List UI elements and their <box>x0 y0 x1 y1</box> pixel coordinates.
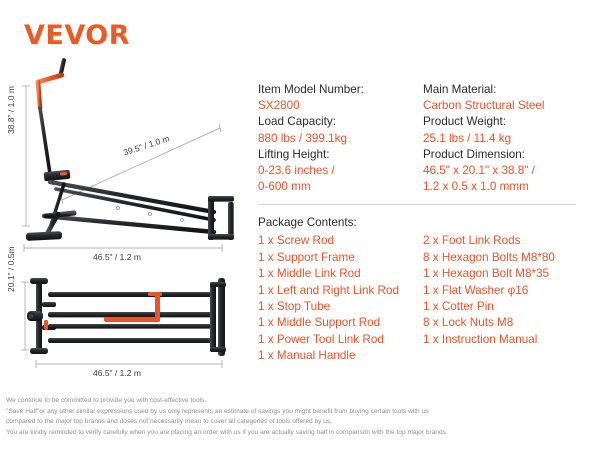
base-foot <box>25 182 77 241</box>
lift-frame <box>41 169 234 240</box>
section-divider <box>258 204 576 206</box>
package-contents-columns: 1 x Screw Rod 1 x Support Frame 1 x Midd… <box>258 233 594 364</box>
disclaimer-line: compared to the major top brands and dos… <box>6 418 333 426</box>
spec-value-lift-1: 0-23.6 inches / <box>258 164 335 178</box>
crank-handle <box>35 58 66 176</box>
spec-value-dimension-1: 46.5" x 20.1" x 38.8" / <box>423 164 535 178</box>
list-item: 1 x Power Tool Link Rod <box>258 332 384 346</box>
spec-label-dimension: Product Dimension: <box>423 147 525 161</box>
spec-value-load: 880 lbs / 399.1kg <box>258 131 348 145</box>
list-item: 1 x Manual Handle <box>258 349 356 363</box>
side-view-height-label: 38.8" / 1.0 m <box>6 86 16 134</box>
spec-label-weight: Product Weight: <box>423 115 506 129</box>
product-top-view: 20.1" / 0.5m 46.5" / 1.2 m <box>0 246 252 386</box>
list-item: 1 x Instruction Manual <box>423 332 538 346</box>
specification-panel: Item Model Number: SX2800 Load Capacity:… <box>258 82 594 365</box>
spec-column-left: Item Model Number: SX2800 Load Capacity:… <box>258 82 423 195</box>
spec-label-load: Load Capacity: <box>258 115 336 129</box>
top-view-right-bracket <box>210 278 226 356</box>
top-view-left-bracket <box>27 278 56 354</box>
product-side-view: 38.8" / 1.0 m 39.5" / 1.0 m 46.5" / 1.2 … <box>0 56 252 268</box>
vevor-logo: VEVOR <box>24 20 131 51</box>
spec-label-material: Main Material: <box>423 83 497 96</box>
product-diagrams: 38.8" / 1.0 m 39.5" / 1.0 m 46.5" / 1.2 … <box>0 56 252 386</box>
side-view-drawing <box>22 58 234 252</box>
list-item: 1 x Flat Washer φ16 <box>423 283 529 297</box>
top-view-height-label: 20.1" / 0.5m <box>6 246 16 292</box>
list-item: 2 x Foot Link Rods <box>423 234 521 248</box>
list-item: 1 x Hexagon Bolt M8*35 <box>423 267 550 281</box>
top-view-orange-link <box>104 292 162 322</box>
spec-label-model: Item Model Number: <box>258 83 364 96</box>
disclaimer-line: You are kindly reminded to verify carefu… <box>6 428 448 436</box>
list-item: 1 x Screw Rod <box>258 234 334 248</box>
disclaimer-line: "Save Half"or any other similar expressi… <box>6 407 429 415</box>
side-view-width-label: 46.5" / 1.2 m <box>93 252 141 262</box>
top-view-rails <box>48 292 214 343</box>
disclaimer-line: We continue to be committed to provide y… <box>6 397 207 404</box>
top-view-drawing <box>21 278 226 368</box>
spec-value-lift-2: 0-600 mm <box>258 180 311 194</box>
list-item: 1 x Cotter Pin <box>423 300 494 314</box>
list-item: 1 x Middle Link Rod <box>258 267 361 281</box>
spec-value-model: SX2800 <box>258 99 300 113</box>
package-contents-title: Package Contents: <box>258 216 357 230</box>
spec-value-material: Carbon Structural Steel <box>423 99 545 113</box>
spec-columns: Item Model Number: SX2800 Load Capacity:… <box>258 82 594 195</box>
package-column-left: 1 x Screw Rod 1 x Support Frame 1 x Midd… <box>258 233 423 364</box>
disclaimer-footer: We continue to be committed to provide y… <box>6 396 596 438</box>
package-column-right: 2 x Foot Link Rods 8 x Hexagon Bolts M8*… <box>423 233 594 364</box>
list-item: 8 x Hexagon Bolts M8*80 <box>423 250 555 264</box>
spec-label-lift: Lifting Height: <box>258 147 330 161</box>
spec-column-right: Main Material: Carbon Structural Steel P… <box>423 82 594 195</box>
list-item: 1 x Stop Tube <box>258 300 331 314</box>
list-item: 1 x Middle Support Rod <box>258 316 381 330</box>
list-item: 1 x Left and Right Link Rod <box>258 283 399 297</box>
spec-value-dimension-2: 1.2 x 0.5 x 1.0 mmm <box>423 180 529 194</box>
dimension-lines <box>21 281 223 368</box>
list-item: 1 x Support Frame <box>258 250 355 264</box>
list-item: 8 x Lock Nuts M8 <box>423 316 514 330</box>
spec-value-weight: 25.1 lbs / 11.4 kg <box>423 131 512 145</box>
top-view-width-label: 46.5" / 1.2 m <box>93 368 141 378</box>
